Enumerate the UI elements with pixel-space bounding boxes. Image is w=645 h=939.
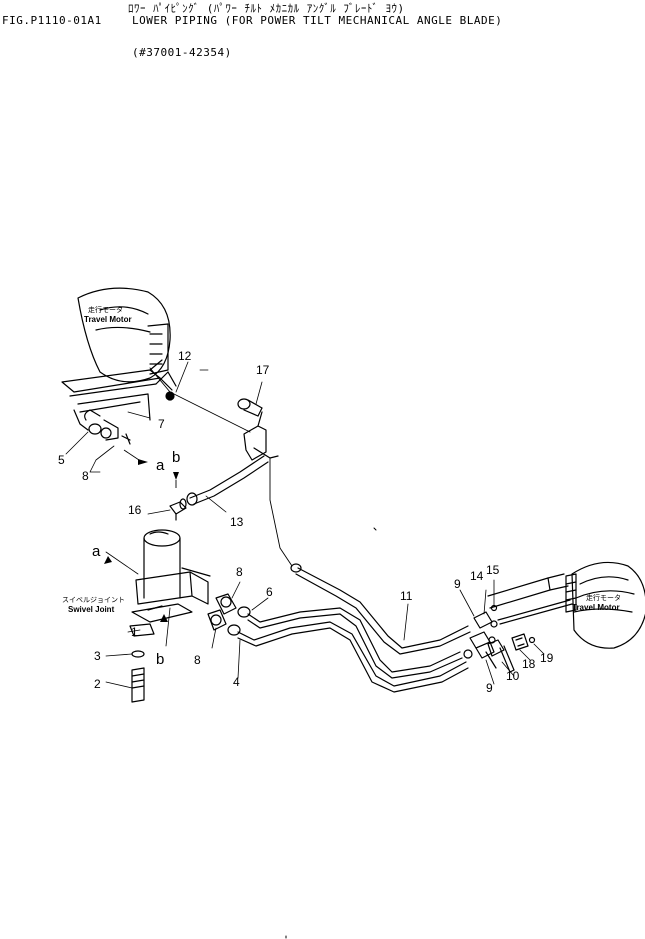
right-fittings <box>463 604 515 673</box>
part-label-11: 11 <box>400 589 413 603</box>
part-label-3: 3 <box>94 649 101 663</box>
arrow-shafts <box>123 449 177 488</box>
connector-label-b-lower: b <box>156 651 164 668</box>
left-tube-bracket <box>61 359 177 445</box>
part-label-9-a: 9 <box>454 577 461 591</box>
swivel-joint <box>131 529 211 623</box>
tubes-4-6 <box>227 606 469 693</box>
connector-label-b-upper: b <box>172 449 180 466</box>
hose-13 <box>179 455 269 510</box>
right-tube-bracket <box>487 573 573 625</box>
part-label-19: 19 <box>540 651 554 665</box>
clamp-bracket <box>243 411 279 461</box>
part-label-16: 16 <box>128 503 142 517</box>
part-label-6: 6 <box>266 585 273 599</box>
travel-motor-left <box>77 287 171 383</box>
swivel-joint-en: Swivel Joint <box>68 605 115 614</box>
pipe-12 <box>149 367 251 433</box>
part-label-8-c: 8 <box>194 653 201 667</box>
figure-title: LOWER PIPING (FOR POWER TILT MECHANICAL … <box>132 14 503 27</box>
part-label-2: 2 <box>94 677 101 691</box>
fitting-16 <box>169 501 187 521</box>
line-11 <box>295 567 471 655</box>
connector-label-a-upper: a <box>156 457 165 474</box>
part-label-5: 5 <box>58 453 65 467</box>
bolt-assembly-1-2-3 <box>129 623 155 703</box>
part-label-8-a: 8 <box>82 469 89 483</box>
part-label-8-b: 8 <box>236 565 243 579</box>
travel-motor-left-jp: 走行モータ <box>88 305 123 314</box>
part-label-10: 10 <box>506 669 520 683</box>
part-label-1: 1 <box>131 625 138 639</box>
leader-lines <box>65 361 545 689</box>
figure-number: FIG.P1110-01A1 <box>2 14 102 27</box>
header-japanese-title: ﾛﾜｰ ﾊﾟｲﾋﾟﾝｸﾞ (ﾊﾟﾜｰ ﾁﾙﾄ ﾒｶﾆｶﾙ ｱﾝｸﾞﾙ ﾌﾞﾚｰﾄ… <box>128 2 405 15</box>
part-label-14: 14 <box>470 569 484 583</box>
part-label-17: 17 <box>256 363 270 377</box>
connector-label-a-lower: a <box>92 543 101 560</box>
part-label-7: 7 <box>158 417 165 431</box>
elbow-fittings-8 <box>207 593 237 631</box>
travel-motor-right-jp: 走行モータ <box>586 593 621 602</box>
part-label-9-b: 9 <box>486 681 493 695</box>
travel-motor-left-en: Travel Motor <box>84 315 132 324</box>
travel-motor-right-en: Travel Motor <box>572 603 620 612</box>
part-label-15: 15 <box>486 563 500 577</box>
travel-motor-right <box>565 561 645 649</box>
part-label-12: 12 <box>178 349 192 363</box>
hose-11-upper <box>269 457 302 573</box>
part-label-4: 4 <box>233 675 240 689</box>
part-label-13: 13 <box>230 515 244 529</box>
serial-range: (#37001-42354) <box>132 46 232 59</box>
bolt-17 <box>237 398 263 417</box>
part-label-18: 18 <box>522 657 536 671</box>
fittings-18-19 <box>511 633 536 651</box>
swivel-joint-jp: スイベルジョイント <box>62 596 125 604</box>
